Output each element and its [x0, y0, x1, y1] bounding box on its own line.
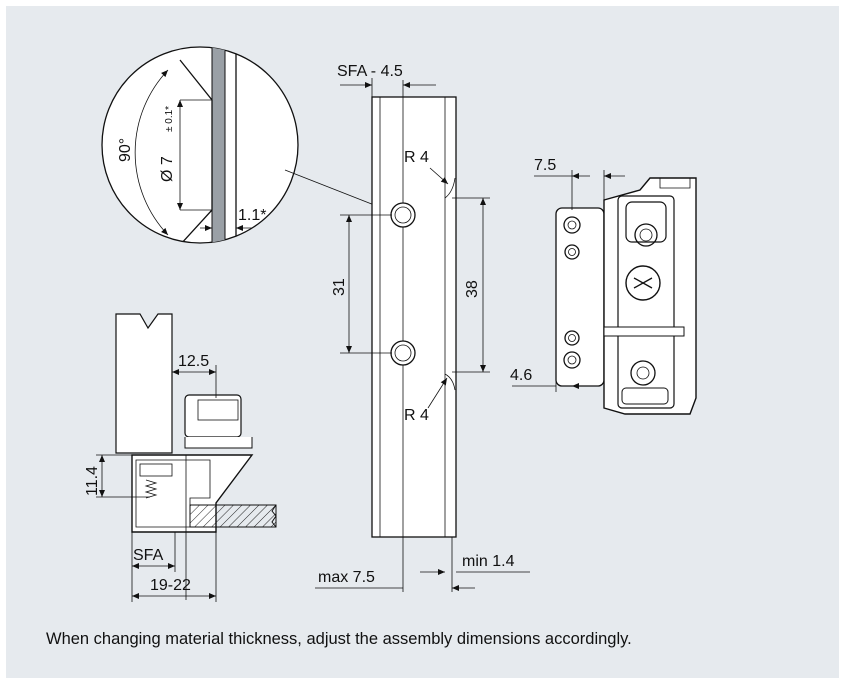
- slot-length-label: 38: [464, 280, 481, 298]
- min-dimension-label: min 1.4: [462, 553, 515, 570]
- cabinet-section-view: [115, 313, 277, 600]
- diameter-label: Ø 7: [159, 156, 176, 182]
- right-side-label: 4.6: [510, 367, 532, 384]
- sfa-label: SFA: [133, 547, 164, 564]
- angle-label: 90°: [117, 138, 134, 162]
- sfa-minus-label: SFA - 4.5: [337, 63, 403, 80]
- radius-bottom-label: R 4: [404, 407, 429, 424]
- thickness-range-label: 19-22: [150, 577, 191, 594]
- left-offset-label: 12.5: [178, 353, 209, 370]
- detail-circle: 90° Ø 7 ± 0.1* 1.1*: [101, 46, 299, 244]
- hinge-front-view: [555, 177, 697, 415]
- caption-text: When changing material thickness, adjust…: [46, 630, 632, 648]
- hole-spacing-label: 31: [331, 278, 348, 296]
- chamfer-label: 1.1*: [238, 207, 266, 224]
- diameter-tolerance-label: ± 0.1*: [164, 106, 175, 132]
- radius-top-label: R 4: [404, 149, 429, 166]
- right-top-label: 7.5: [534, 157, 556, 174]
- center-strip: [371, 80, 457, 592]
- max-dimension-label: max 7.5: [318, 569, 375, 586]
- left-height-label: 11.4: [84, 466, 101, 496]
